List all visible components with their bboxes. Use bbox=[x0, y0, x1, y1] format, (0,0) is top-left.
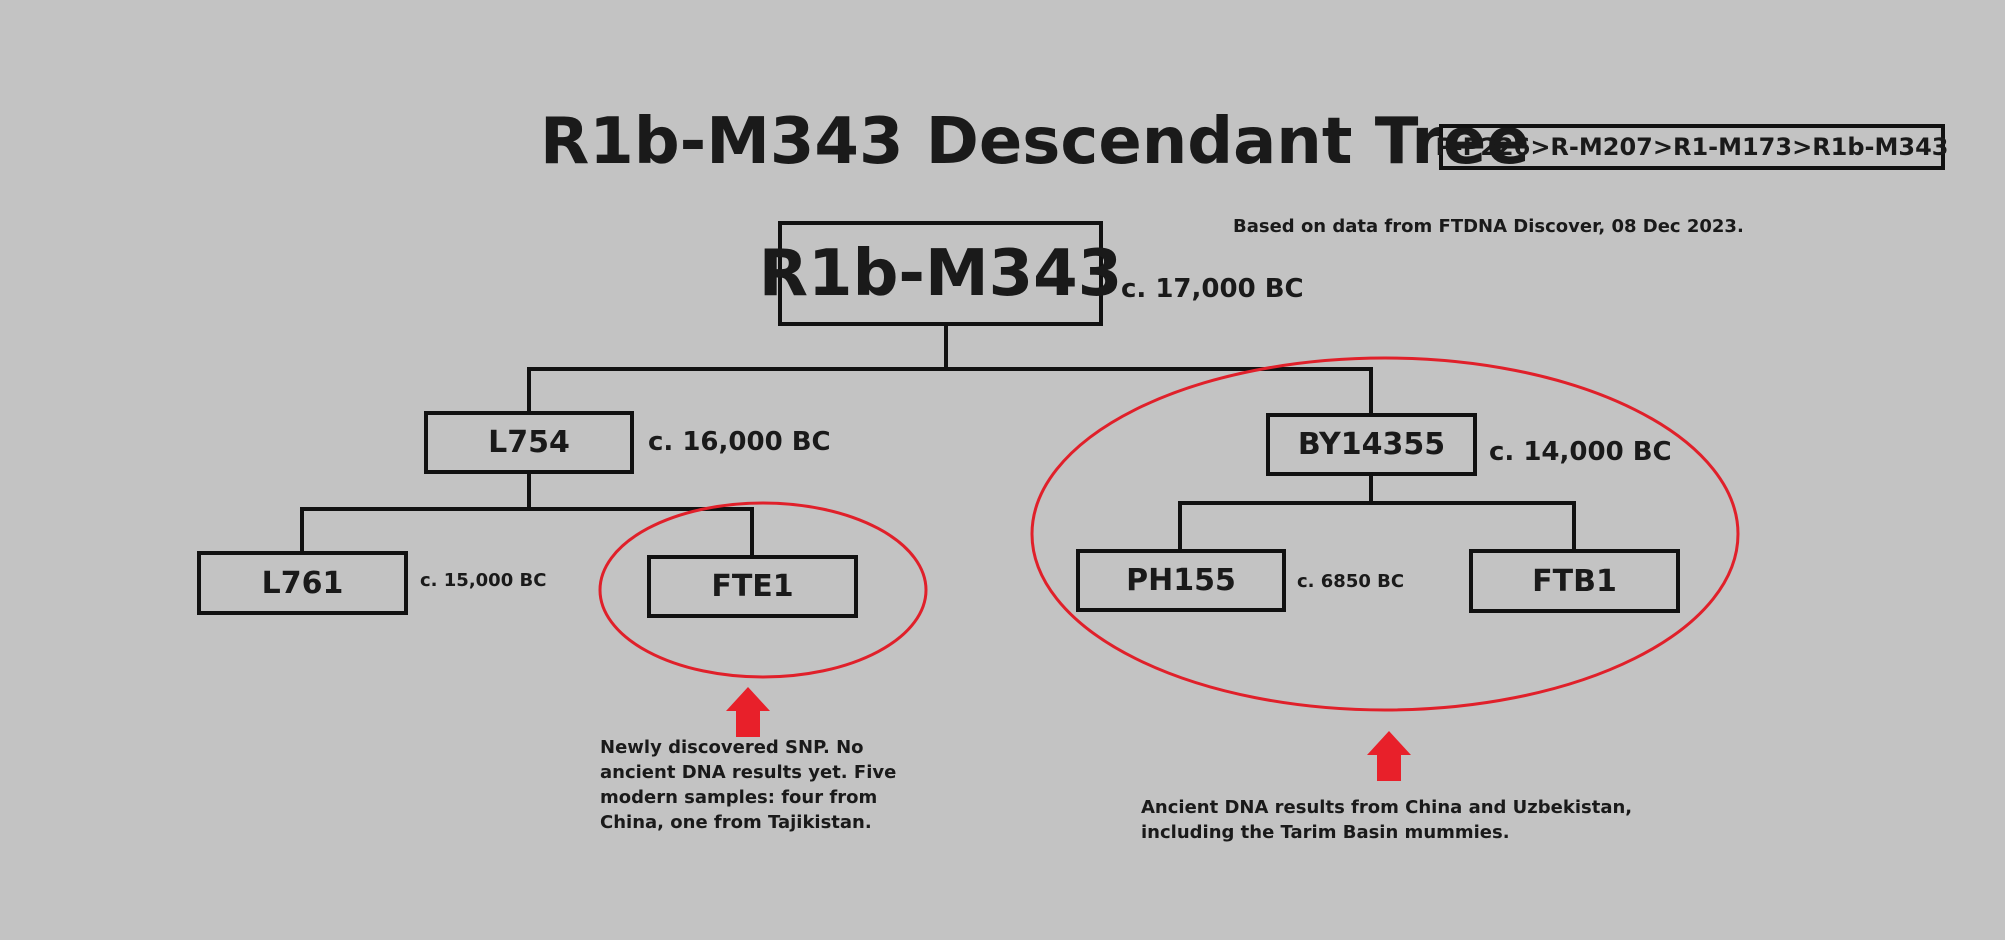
node-ftb1: FTB1 bbox=[1469, 549, 1680, 613]
node-date: c. 16,000 BC bbox=[648, 427, 831, 457]
lineage-path-box: P-P226>R-M207>R1-M173>R1b-M343 bbox=[1436, 124, 1949, 170]
node-r1b-m343: R1b-M343 bbox=[759, 221, 1122, 326]
arrow-up-icon bbox=[1367, 731, 1411, 781]
node-fte1: FTE1 bbox=[647, 555, 858, 618]
node-date: c. 14,000 BC bbox=[1489, 437, 1672, 467]
node-label: L754 bbox=[488, 425, 570, 460]
node-date: c. 15,000 BC bbox=[420, 570, 547, 591]
node-l761: L761 bbox=[197, 551, 408, 615]
node-label: BY14355 bbox=[1297, 427, 1446, 462]
node-ph155: PH155 bbox=[1076, 549, 1286, 612]
node-label: PH155 bbox=[1126, 563, 1236, 598]
by14355-annotation-note: Ancient DNA results from China and Uzbek… bbox=[1141, 797, 1633, 843]
arrow-up-icon bbox=[726, 687, 770, 737]
node-label: FTB1 bbox=[1532, 563, 1617, 599]
node-l754: L754 bbox=[424, 411, 634, 474]
diagram-title: R1b-M343 Descendant Tree bbox=[540, 105, 1530, 179]
source-note: Based on data from FTDNA Discover, 08 De… bbox=[1233, 216, 1744, 237]
node-label: FTE1 bbox=[711, 569, 794, 604]
node-by14355: BY14355 bbox=[1266, 413, 1477, 476]
highlight-ellipse-by14355 bbox=[1030, 356, 1740, 712]
highlight-ellipse-fte1 bbox=[598, 501, 928, 679]
node-date: c. 17,000 BC bbox=[1121, 274, 1304, 304]
tree-connectors bbox=[300, 325, 1576, 556]
node-label: L761 bbox=[261, 565, 344, 601]
fte1-annotation-note: Newly discovered SNP. No ancient DNA res… bbox=[600, 737, 897, 833]
node-date: c. 6850 BC bbox=[1297, 571, 1405, 592]
node-label: R1b-M343 bbox=[758, 236, 1123, 311]
